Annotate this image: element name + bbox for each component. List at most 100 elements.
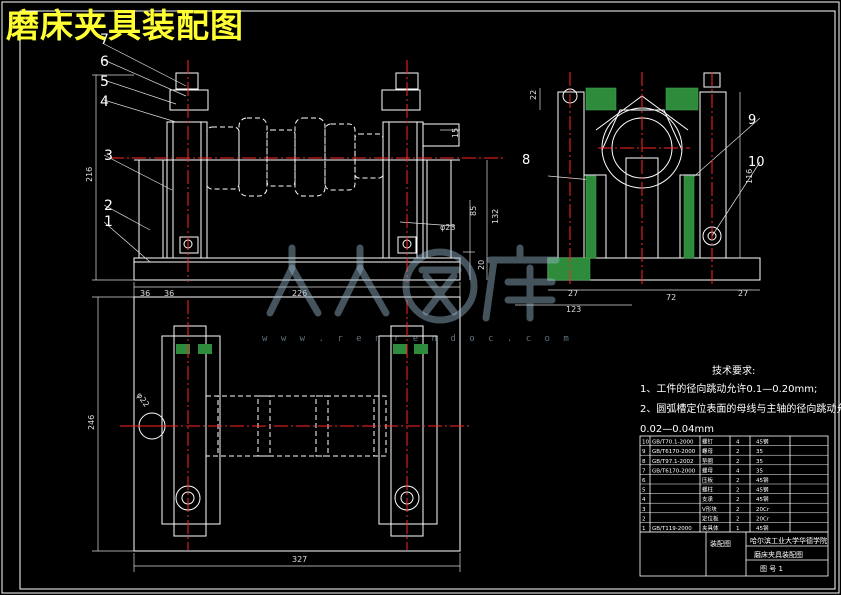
- part-list-cell-mat: 35: [756, 468, 763, 474]
- part-list-cell-mat: 35: [756, 449, 763, 455]
- dim-length: 327: [292, 555, 307, 564]
- part-list-cell-mat: 20Cr: [756, 516, 770, 522]
- plan-base-outline: [133, 296, 461, 552]
- sheet-number: 图 号 1: [760, 565, 783, 573]
- watermark-logo: [266, 244, 560, 324]
- dim-side-height: 116: [745, 169, 754, 184]
- part-list-cell-code: GB/T6170-2000: [652, 468, 696, 474]
- part-list-cell-qty: 2: [736, 459, 740, 465]
- tech-item-3: 0.02—0.04mm: [640, 424, 714, 435]
- part-list-cell-no: 6: [642, 478, 646, 484]
- part-list-cell-qty: 1: [736, 526, 740, 532]
- side-part-numbers: 8 9 10: [522, 113, 765, 170]
- part-list-cell-mat: 20Cr: [756, 507, 770, 513]
- tech-heading: 技术要求:: [712, 364, 755, 377]
- plan-section-hatching: [176, 344, 428, 354]
- dim-mid-height: 85: [469, 206, 478, 216]
- workpiece-shaft: [206, 117, 384, 197]
- right-v-block: [382, 121, 424, 259]
- plan-dimension-lines: [92, 296, 461, 572]
- dim-height-right: 132: [491, 209, 500, 224]
- title-block-text: 装配图 哈尔滨工业大学华德学院 磨床夹具装配图 图 号 1: [710, 536, 827, 573]
- part-list-cell-qty: 2: [736, 507, 740, 513]
- part-number: 10: [748, 155, 765, 170]
- inner-border: [19, 10, 836, 590]
- part-number: 5: [100, 74, 109, 90]
- part-list-cell-code: GB/T97.1-2002: [652, 459, 693, 465]
- part-number: 1: [104, 214, 113, 230]
- part-list-cell-name: 垫圈: [702, 457, 714, 465]
- part-list-cell-no: 3: [642, 507, 646, 513]
- part-list-cell-name: 螺母: [702, 447, 714, 455]
- part-number: 3: [104, 148, 113, 164]
- part-list-cell-name: V形块: [702, 505, 717, 513]
- dim-hole: φ22: [135, 391, 151, 409]
- part-list-cell-qty: 2: [736, 449, 740, 455]
- part-list-cell-qty: 2: [736, 516, 740, 522]
- part-list-cell-no: 2: [642, 516, 646, 522]
- part-number: 9: [748, 113, 756, 128]
- part-list-cell-mat: 35: [756, 459, 763, 465]
- tech-item-1: 1、工件的径向跳动允许0.1—0.20mm;: [640, 382, 817, 395]
- part-list-cell-qty: 2: [736, 488, 740, 494]
- side-dimension-text: 27 72 27 123 116 22: [529, 90, 754, 314]
- dim-plan-width: 246: [87, 415, 96, 430]
- right-clamp-plate: [381, 89, 421, 111]
- plan-dimension-text: 327 246 φ22: [87, 391, 307, 564]
- part-list-cell-name: 压板: [702, 476, 714, 484]
- dim-offset-a: 36: [140, 289, 150, 298]
- part-list-cell-qty: 2: [736, 497, 740, 503]
- part-list-cell-code: GB/T119-2000: [652, 526, 692, 532]
- left-v-block: [166, 121, 208, 259]
- shaft-end-flange: [422, 123, 460, 147]
- part-list-cell-no: 5: [642, 488, 646, 494]
- part-number: 2: [104, 198, 113, 214]
- part-list-cell-name: 定位板: [702, 514, 719, 522]
- part-list-cell-mat: 45钢: [756, 476, 769, 484]
- dim-width: 226: [292, 289, 307, 298]
- dim-left: 27: [568, 289, 578, 298]
- section-hatching: [547, 87, 699, 281]
- part-list-cell-mat: 45钢: [756, 495, 769, 503]
- left-clamp-plate: [169, 89, 209, 111]
- side-center-lines: [569, 72, 713, 285]
- dim-flange: 15: [451, 128, 460, 138]
- part-list-cell-mat: 45钢: [756, 524, 769, 532]
- front-view: [92, 43, 488, 300]
- dim-right: 27: [738, 289, 748, 298]
- assembly-label: 装配图: [710, 539, 731, 548]
- drawing-name: 磨床夹具装配图: [754, 550, 803, 559]
- part-list-cell-name: 夹具体: [702, 524, 719, 532]
- front-dimension-text: 226 36 36 216 132 85 20 φ23 15: [85, 128, 500, 298]
- side-left-post: [557, 91, 585, 259]
- dim-mid: 72: [666, 293, 676, 302]
- part-list-cell-no: 9: [642, 449, 646, 455]
- front-center-lines: [110, 60, 505, 282]
- dim-height: 216: [85, 167, 94, 182]
- part-number: 7: [100, 32, 109, 48]
- school-name: 哈尔滨工业大学华德学院: [750, 536, 827, 545]
- part-list-cell-qty: 2: [736, 478, 740, 484]
- part-list-cell-name: 螺钉: [702, 438, 714, 446]
- watermark-url: w w w . r e n r e n d o c . c o m: [262, 334, 573, 344]
- part-list-cell-name: 螺柱: [702, 486, 714, 494]
- front-part-numbers: 7 6 5 4 3 2 1: [100, 32, 113, 230]
- base-plate: [133, 257, 461, 281]
- dim-pin: φ23: [440, 223, 455, 232]
- part-number: 4: [100, 94, 109, 110]
- dim-top-gap: 22: [529, 90, 538, 100]
- dim-base: 20: [477, 260, 486, 270]
- part-number: 8: [522, 153, 530, 168]
- part-list-cell-name: 支承: [702, 495, 714, 503]
- part-list-cell-no: 8: [642, 459, 646, 465]
- part-list-cell-no: 1: [642, 526, 646, 532]
- part-list-cell-qty: 4: [736, 440, 740, 446]
- left-nut: [175, 72, 199, 90]
- dim-overall: 123: [566, 305, 581, 314]
- part-list-cell-mat: 45钢: [756, 438, 769, 446]
- part-list-cell-no: 7: [642, 468, 646, 474]
